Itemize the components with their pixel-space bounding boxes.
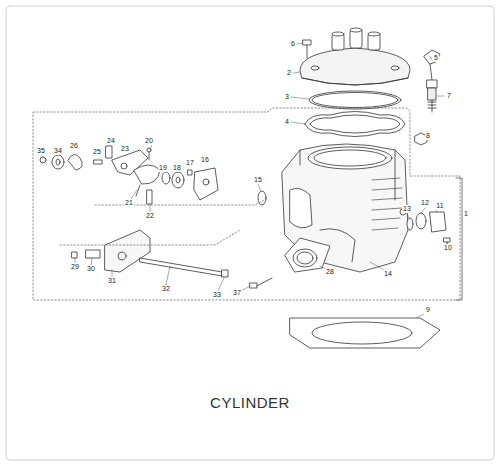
callout-number: 18 bbox=[172, 164, 182, 172]
washer bbox=[416, 213, 426, 229]
cylinder-block bbox=[282, 144, 408, 272]
callout-number: 14 bbox=[383, 270, 393, 278]
o-ring bbox=[309, 91, 401, 109]
callout-number: 32 bbox=[161, 285, 171, 293]
callout-number: 37 bbox=[232, 289, 242, 297]
cover bbox=[430, 212, 446, 232]
callout-number: 21 bbox=[124, 199, 134, 207]
callout-number: 5 bbox=[433, 54, 439, 62]
callout-number: 26 bbox=[69, 142, 79, 150]
callout-number: 20 bbox=[144, 137, 154, 145]
o-ring bbox=[407, 218, 413, 230]
assembly-outline bbox=[33, 108, 460, 300]
callout-number: 4 bbox=[284, 118, 290, 126]
callout-number: 33 bbox=[212, 291, 222, 299]
callout-number: 16 bbox=[200, 156, 210, 164]
callout-number: 9 bbox=[425, 306, 431, 314]
callout-number: 2 bbox=[286, 69, 292, 77]
callout-number: 29 bbox=[70, 263, 80, 271]
callout-number: 17 bbox=[185, 159, 195, 167]
callout-number: 3 bbox=[284, 93, 290, 101]
callout-number: 28 bbox=[325, 268, 335, 276]
callout-number: 8 bbox=[425, 132, 431, 140]
callout-number: 25 bbox=[92, 148, 102, 156]
callout-number: 31 bbox=[107, 277, 117, 285]
exhaust-flange bbox=[285, 238, 330, 272]
callout-number: 30 bbox=[86, 265, 96, 273]
leader-lines bbox=[75, 43, 448, 318]
base-gasket bbox=[312, 322, 412, 344]
head-gasket bbox=[305, 112, 405, 137]
callout-number: 11 bbox=[435, 202, 444, 210]
callout-number: 1 bbox=[463, 210, 469, 218]
cylinder-head bbox=[300, 28, 410, 85]
callout-number: 22 bbox=[145, 212, 155, 220]
bolt bbox=[303, 40, 311, 58]
bolt bbox=[250, 278, 272, 288]
callout-number: 35 bbox=[36, 147, 46, 155]
callout-number: 15 bbox=[253, 176, 263, 184]
base-gasket bbox=[290, 318, 440, 348]
frame bbox=[6, 6, 494, 460]
callout-number: 7 bbox=[446, 92, 452, 100]
callout-number: 23 bbox=[120, 145, 130, 153]
callout-number: 24 bbox=[106, 137, 116, 145]
bracket bbox=[456, 178, 462, 300]
o-ring bbox=[312, 93, 398, 108]
callout-number: 13 bbox=[402, 205, 412, 213]
head-gasket bbox=[310, 115, 400, 133]
callout-number: 6 bbox=[290, 40, 296, 48]
callout-number: 10 bbox=[443, 244, 453, 252]
callout-number: 12 bbox=[420, 199, 430, 207]
caption: CYLINDER bbox=[210, 394, 290, 411]
callout-number: 19 bbox=[158, 164, 168, 172]
valve-mechanism bbox=[40, 146, 268, 277]
spark-plug bbox=[424, 50, 440, 112]
callout-number: 34 bbox=[53, 147, 63, 155]
